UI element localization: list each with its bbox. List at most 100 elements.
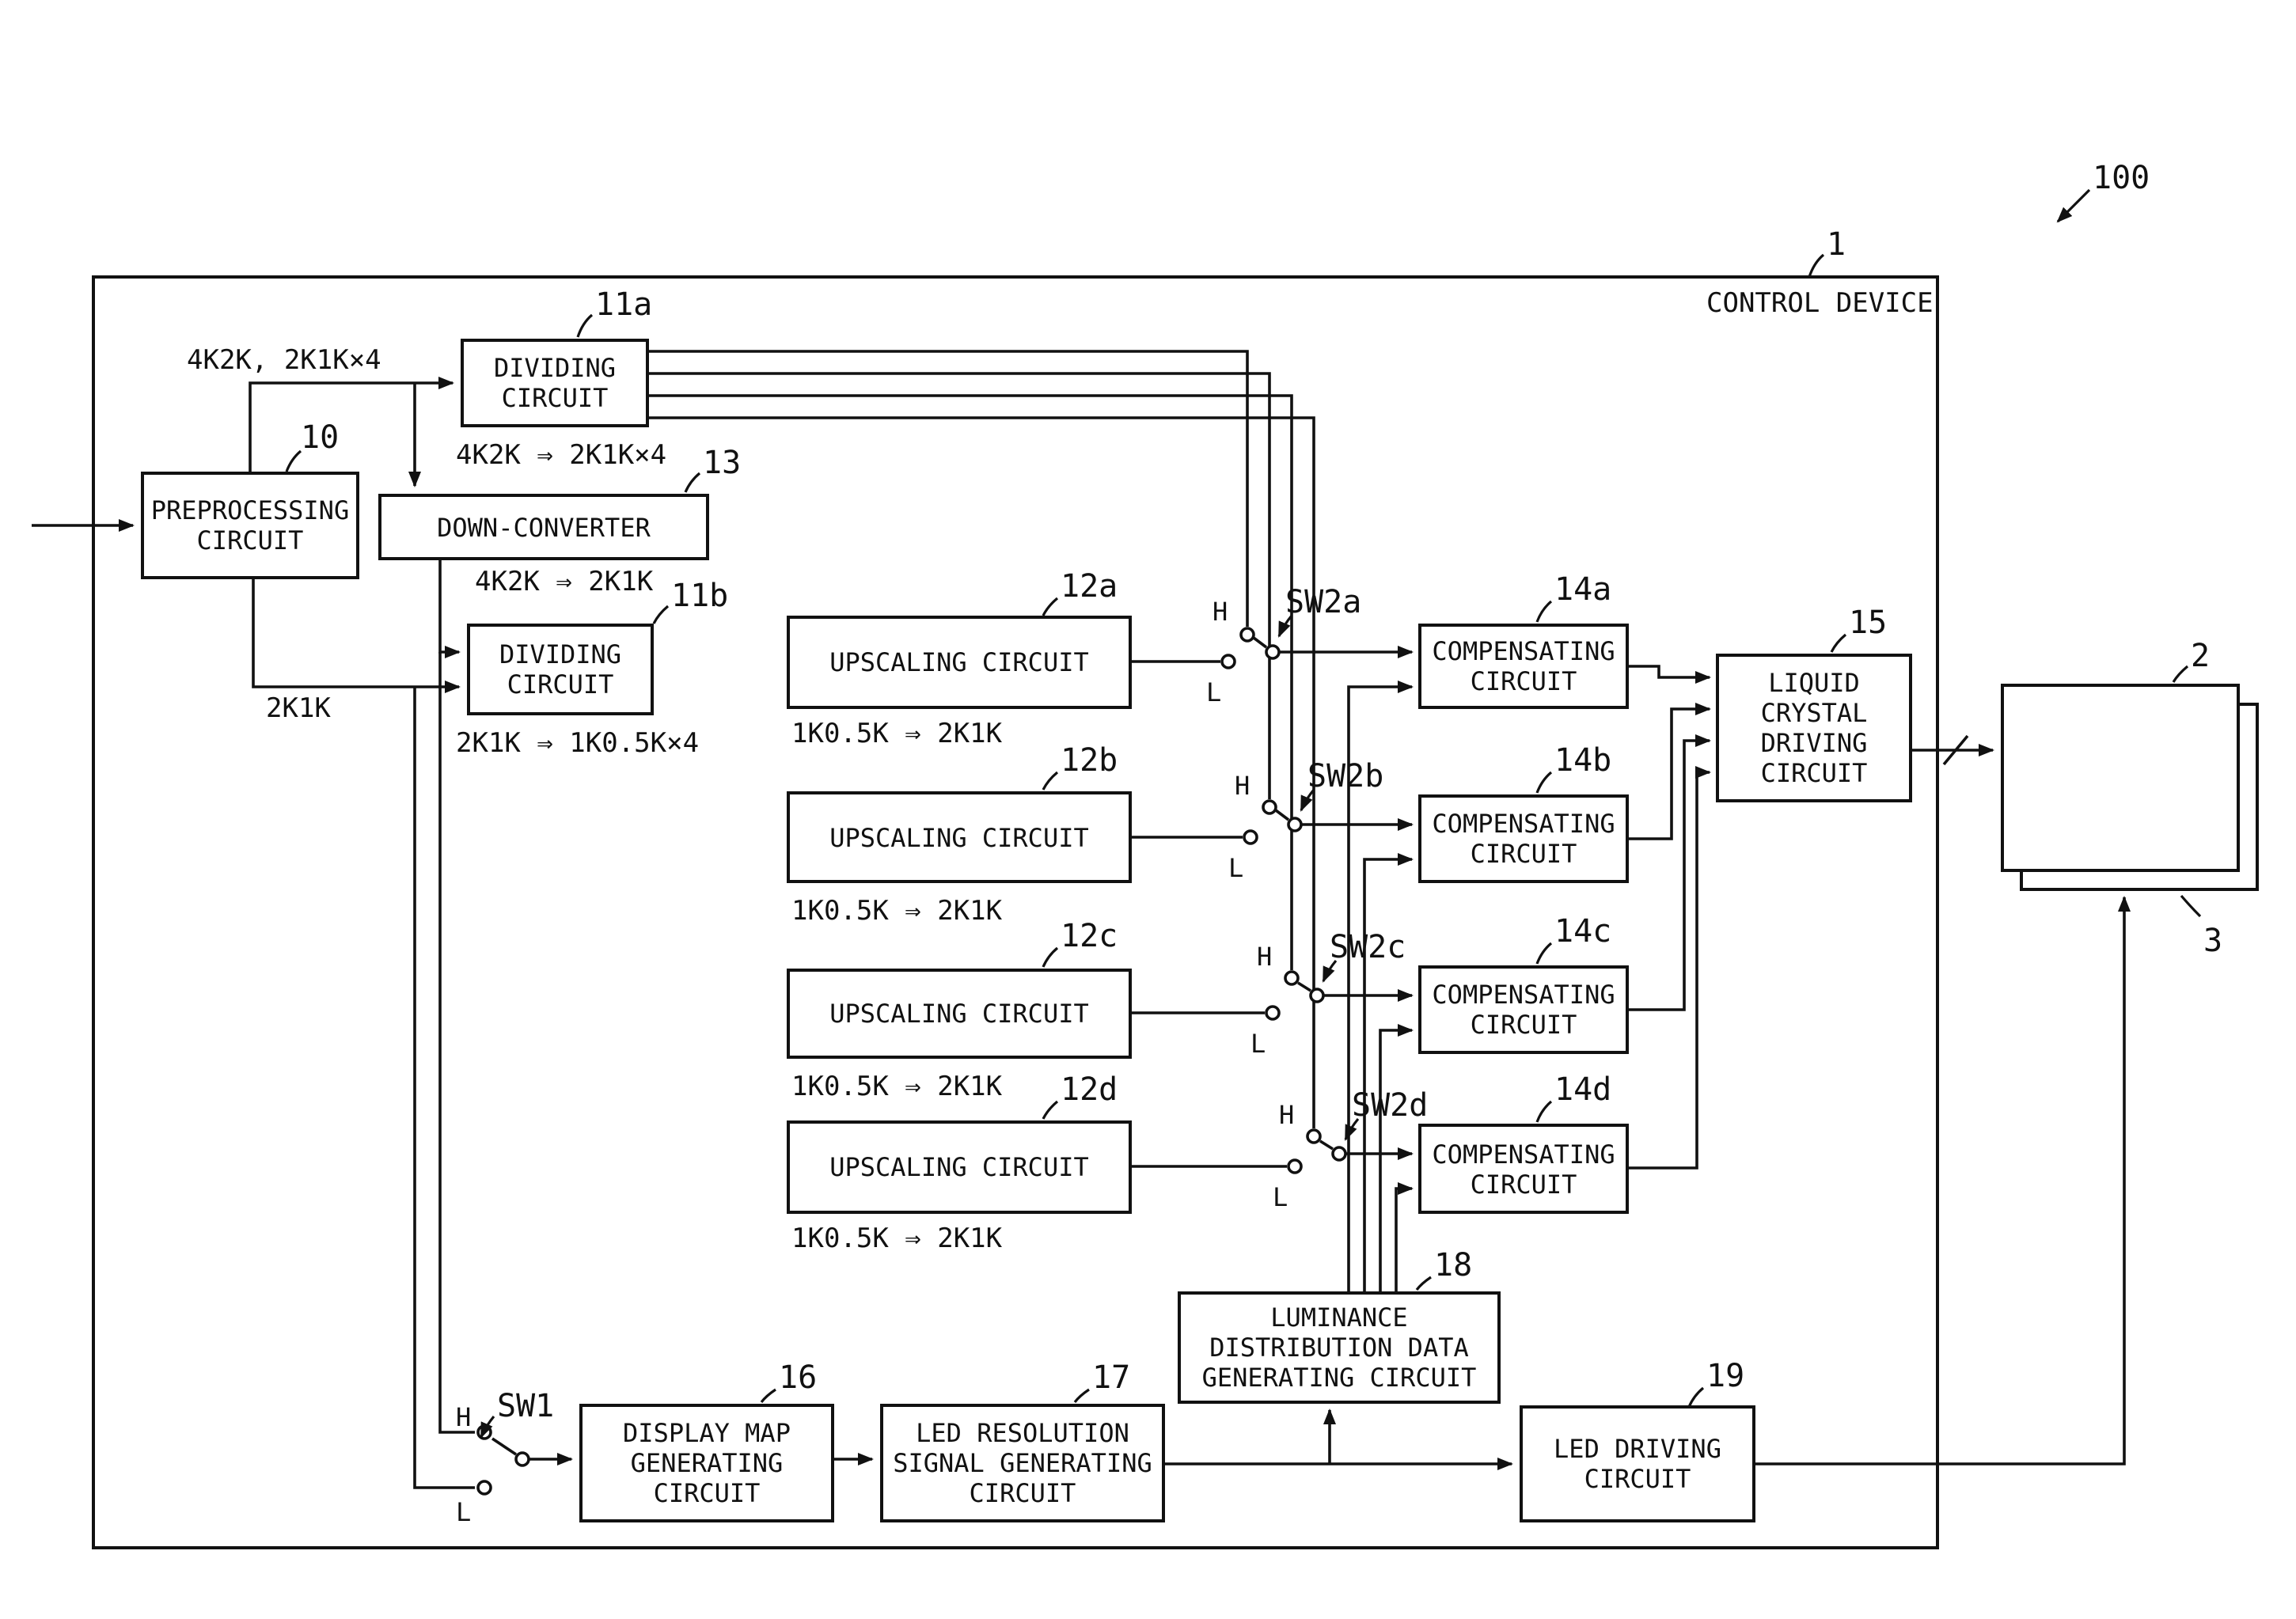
- ref-2: 2: [2191, 636, 2211, 674]
- sw2a-switch: [1220, 627, 1281, 669]
- label-11b-conversion: 2K1K ⇒ 1K0.5K×4: [456, 728, 700, 760]
- sw2c-l-contact: [1265, 1005, 1281, 1021]
- upscaling-circuit-12c-label: UPSCALING CIRCUIT: [829, 999, 1089, 1029]
- label-upscale-12d: 1K0.5K ⇒ 2K1K: [791, 1223, 1003, 1255]
- leader-17: [1073, 1388, 1090, 1403]
- ref-14b: 14b: [1554, 741, 1612, 779]
- wire-14c-to-lcd-driving: [1629, 734, 1711, 1011]
- ref-sw2c: SW2c: [1330, 927, 1406, 965]
- luminance-distribution-label: LUMINANCE DISTRIBUTION DATA GENERATING C…: [1201, 1302, 1477, 1393]
- label-down-converter-conversion: 4K2K ⇒ 2K1K: [475, 567, 654, 598]
- sw2d-h-label: H: [1279, 1100, 1295, 1130]
- sw2d-h-contact: [1306, 1128, 1322, 1144]
- leader-10: [285, 449, 302, 472]
- sw1-l-label: L: [456, 1497, 472, 1527]
- leader-sw2b: [1300, 788, 1315, 812]
- leader-14a: [1535, 600, 1553, 623]
- leader-12a: [1042, 597, 1059, 616]
- sw2a-h-contact: [1239, 627, 1255, 643]
- dividing-circuit-11a-label: DIVIDING CIRCUIT: [493, 353, 617, 413]
- sw2b-l-label: L: [1228, 853, 1244, 883]
- wire-14a-to-lcd-driving: [1629, 665, 1711, 684]
- leader-16: [760, 1388, 776, 1403]
- wire-11a-to-sw2d-h: [649, 416, 1315, 1128]
- ref-12a: 12a: [1061, 567, 1118, 605]
- wire-luminance-to-14a: [1347, 681, 1414, 1291]
- sw2b-switch: [1243, 799, 1303, 845]
- wire-luminance-to-14c: [1379, 1024, 1414, 1291]
- wire-2k1k-to-dividing-11b: [252, 579, 461, 693]
- leader-13: [684, 472, 701, 493]
- label-input-2k1k: 2K1K: [266, 693, 331, 725]
- compensating-circuit-14d-box: COMPENSATING CIRCUIT: [1418, 1124, 1629, 1214]
- ref-14a: 14a: [1554, 570, 1612, 608]
- leader-11a: [576, 313, 594, 338]
- sw2b-lever: [1274, 809, 1290, 821]
- sw2c-switch: [1265, 970, 1325, 1021]
- wire-11a-to-sw2a-h: [649, 350, 1249, 627]
- leader-14b: [1535, 771, 1553, 794]
- upscaling-circuit-12b-label: UPSCALING CIRCUIT: [829, 822, 1089, 852]
- ref-18: 18: [1434, 1246, 1473, 1283]
- ref-16: 16: [779, 1358, 818, 1396]
- leader-sw2c: [1322, 959, 1338, 983]
- sw2d-l-contact: [1287, 1158, 1303, 1174]
- sw2c-h-contact: [1284, 970, 1300, 986]
- led-resolution-signal-label: LED RESOLUTION SIGNAL GENERATING CIRCUIT: [893, 1418, 1152, 1508]
- compensating-circuit-14b-box: COMPENSATING CIRCUIT: [1418, 794, 1629, 883]
- wire-preprocessing-to-dividing-11a: [249, 377, 454, 472]
- luminance-distribution-box: LUMINANCE DISTRIBUTION DATA GENERATING C…: [1178, 1291, 1501, 1404]
- sw2d-switch: [1287, 1128, 1347, 1174]
- ref-14d: 14d: [1554, 1070, 1612, 1108]
- sw1-l-contact: [476, 1480, 492, 1496]
- upscaling-circuit-12a-box: UPSCALING CIRCUIT: [787, 616, 1132, 709]
- ref-12c: 12c: [1061, 916, 1118, 954]
- wire-down-converter-to-sw1-h: [438, 652, 475, 1434]
- leader-sw2d: [1344, 1117, 1360, 1141]
- upscaling-circuit-12b-box: UPSCALING CIRCUIT: [787, 791, 1132, 883]
- compensating-circuit-14b-label: COMPENSATING CIRCUIT: [1432, 809, 1615, 869]
- label-upscale-12c: 1K0.5K ⇒ 2K1K: [791, 1071, 1003, 1103]
- sw1-pole: [514, 1451, 530, 1467]
- compensating-circuit-14a-box: COMPENSATING CIRCUIT: [1418, 624, 1629, 709]
- ref-11b: 11b: [671, 576, 729, 614]
- leader-12b: [1042, 771, 1059, 791]
- upscaling-circuit-12d-box: UPSCALING CIRCUIT: [787, 1120, 1132, 1214]
- sw2a-pole: [1265, 644, 1281, 660]
- display-panel: [2001, 684, 2240, 872]
- label-upscale-12b: 1K0.5K ⇒ 2K1K: [791, 896, 1003, 927]
- leader-19: [1687, 1386, 1705, 1408]
- control-device-boundary: [92, 275, 1939, 1549]
- sw1-lever: [491, 1437, 517, 1456]
- sw2d-pole: [1331, 1146, 1347, 1162]
- down-converter-box: DOWN-CONVERTER: [378, 494, 709, 560]
- sw2a-l-label: L: [1206, 677, 1222, 707]
- sw2a-h-label: H: [1213, 597, 1228, 627]
- ref-14c: 14c: [1554, 912, 1612, 950]
- ref-1: 1: [1827, 225, 1846, 263]
- ref-13: 13: [703, 443, 742, 481]
- label-upscale-12a: 1K0.5K ⇒ 2K1K: [791, 719, 1003, 750]
- sw2a-l-contact: [1220, 654, 1236, 669]
- leader-1: [1808, 253, 1825, 278]
- sw2c-pole: [1309, 988, 1325, 1003]
- compensating-circuit-14c-label: COMPENSATING CIRCUIT: [1432, 980, 1615, 1040]
- wire-11a-to-sw2c-h: [649, 394, 1293, 970]
- leader-sw1: [480, 1415, 495, 1439]
- display-map-generating-label: DISPLAY MAP GENERATING CIRCUIT: [623, 1418, 791, 1508]
- ref-sw2a: SW2a: [1285, 582, 1362, 620]
- leader-15: [1830, 633, 1847, 653]
- upscaling-circuit-12c-box: UPSCALING CIRCUIT: [787, 969, 1132, 1059]
- ref-10: 10: [301, 418, 340, 456]
- sw2a-lever: [1252, 636, 1268, 649]
- leader-18: [1415, 1276, 1432, 1291]
- compensating-circuit-14a-label: COMPENSATING CIRCUIT: [1432, 636, 1615, 696]
- reference-leaders: [285, 188, 2202, 1439]
- led-driving-circuit-label: LED DRIVING CIRCUIT: [1554, 1434, 1721, 1494]
- sw2d-l-label: L: [1273, 1182, 1288, 1212]
- ref-100: 100: [2093, 158, 2150, 196]
- lcd-driving-circuit-box: LIQUID CRYSTAL DRIVING CIRCUIT: [1716, 654, 1912, 802]
- signal-wires: [32, 350, 2131, 1489]
- label-11a-conversion: 4K2K ⇒ 2K1K×4: [456, 440, 667, 472]
